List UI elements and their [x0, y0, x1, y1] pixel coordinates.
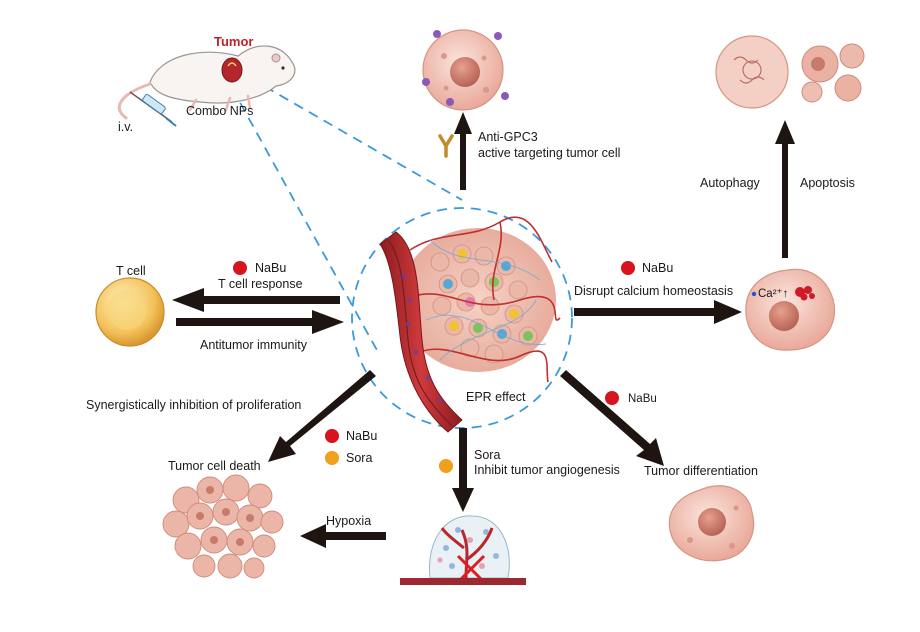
nabu-dot-calcium — [621, 261, 635, 275]
tcell-nabu-label: NaBu — [255, 261, 287, 275]
iv-route-label: i.v. — [118, 120, 134, 134]
sora-dot-angiogenesis — [439, 459, 453, 473]
t-cell-response-label: T cell response — [218, 277, 303, 291]
inhibit-angiogenesis-label: Inhibit tumor angiogenesis — [474, 463, 620, 477]
arrow-down-right-differentiation — [560, 370, 664, 466]
tumor-cell-death-cluster — [162, 474, 284, 579]
t-cell-illustration — [95, 277, 165, 347]
tumor-differentiation-label: Tumor differentiation — [644, 464, 758, 478]
differentiated-tumor-cell — [668, 485, 755, 562]
anti-gpc3-label: Anti-GPC3 — [478, 130, 538, 144]
calcium-nabu-label: NaBu — [642, 261, 674, 275]
tumor-label: Tumor — [214, 34, 254, 49]
calcium-tumor-cell — [745, 268, 836, 351]
arrow-left-hypoxia — [300, 524, 386, 548]
arrow-left-tcell-response — [172, 288, 340, 312]
apoptosis-label: Apoptosis — [800, 176, 855, 190]
arrow-right-calcium — [574, 300, 742, 324]
arrow-right-antitumor-immunity — [176, 310, 344, 334]
nabu-dot-proliferation — [325, 429, 339, 443]
hypoxia-label: Hypoxia — [326, 514, 372, 528]
autophagy-apoptosis-cells — [715, 35, 865, 109]
differentiation-nabu-label: NaBu — [628, 393, 657, 405]
proliferation-nabu-label: NaBu — [346, 429, 378, 443]
arrow-up-targeting — [454, 112, 472, 190]
tumor-cell-death-label: Tumor cell death — [168, 459, 261, 473]
autophagy-label: Autophagy — [700, 176, 760, 190]
nabu-dot-differentiation — [605, 391, 619, 405]
antibody-icon — [438, 134, 454, 158]
sora-dot-proliferation — [325, 451, 339, 465]
angiogenesis-sora-label: Sora — [474, 448, 501, 462]
proliferation-label: Synergistically inhibition of proliferat… — [86, 398, 302, 412]
t-cell-title: T cell — [116, 264, 146, 278]
nabu-dot-tcell — [233, 261, 247, 275]
mouse-illustration — [117, 45, 296, 120]
calcium-homeostasis-label: Disrupt calcium homeostasis — [574, 284, 734, 298]
epr-effect-label: EPR effect — [466, 390, 526, 404]
arrow-down-left-cell-death — [268, 370, 376, 462]
arrows — [172, 112, 795, 548]
arrow-down-angiogenesis — [452, 428, 474, 512]
proliferation-sora-label: Sora — [346, 451, 373, 465]
antitumor-immunity-label: Antitumor immunity — [200, 338, 307, 352]
central-tumor-illustration — [379, 216, 561, 433]
combo-nps-label: Combo NPs — [186, 104, 254, 118]
nanoparticle-icons — [422, 30, 509, 106]
active-targeting-label: active targeting tumor cell — [478, 146, 621, 160]
zoom-dashed-lines — [231, 77, 463, 353]
arrow-up-apoptosis — [775, 120, 795, 258]
calcium-ion-label: Ca²⁺↑ — [758, 288, 789, 300]
syringe-icon — [129, 91, 177, 127]
targeted-tumor-cell — [422, 29, 504, 111]
angiogenesis-illustration — [400, 515, 526, 585]
